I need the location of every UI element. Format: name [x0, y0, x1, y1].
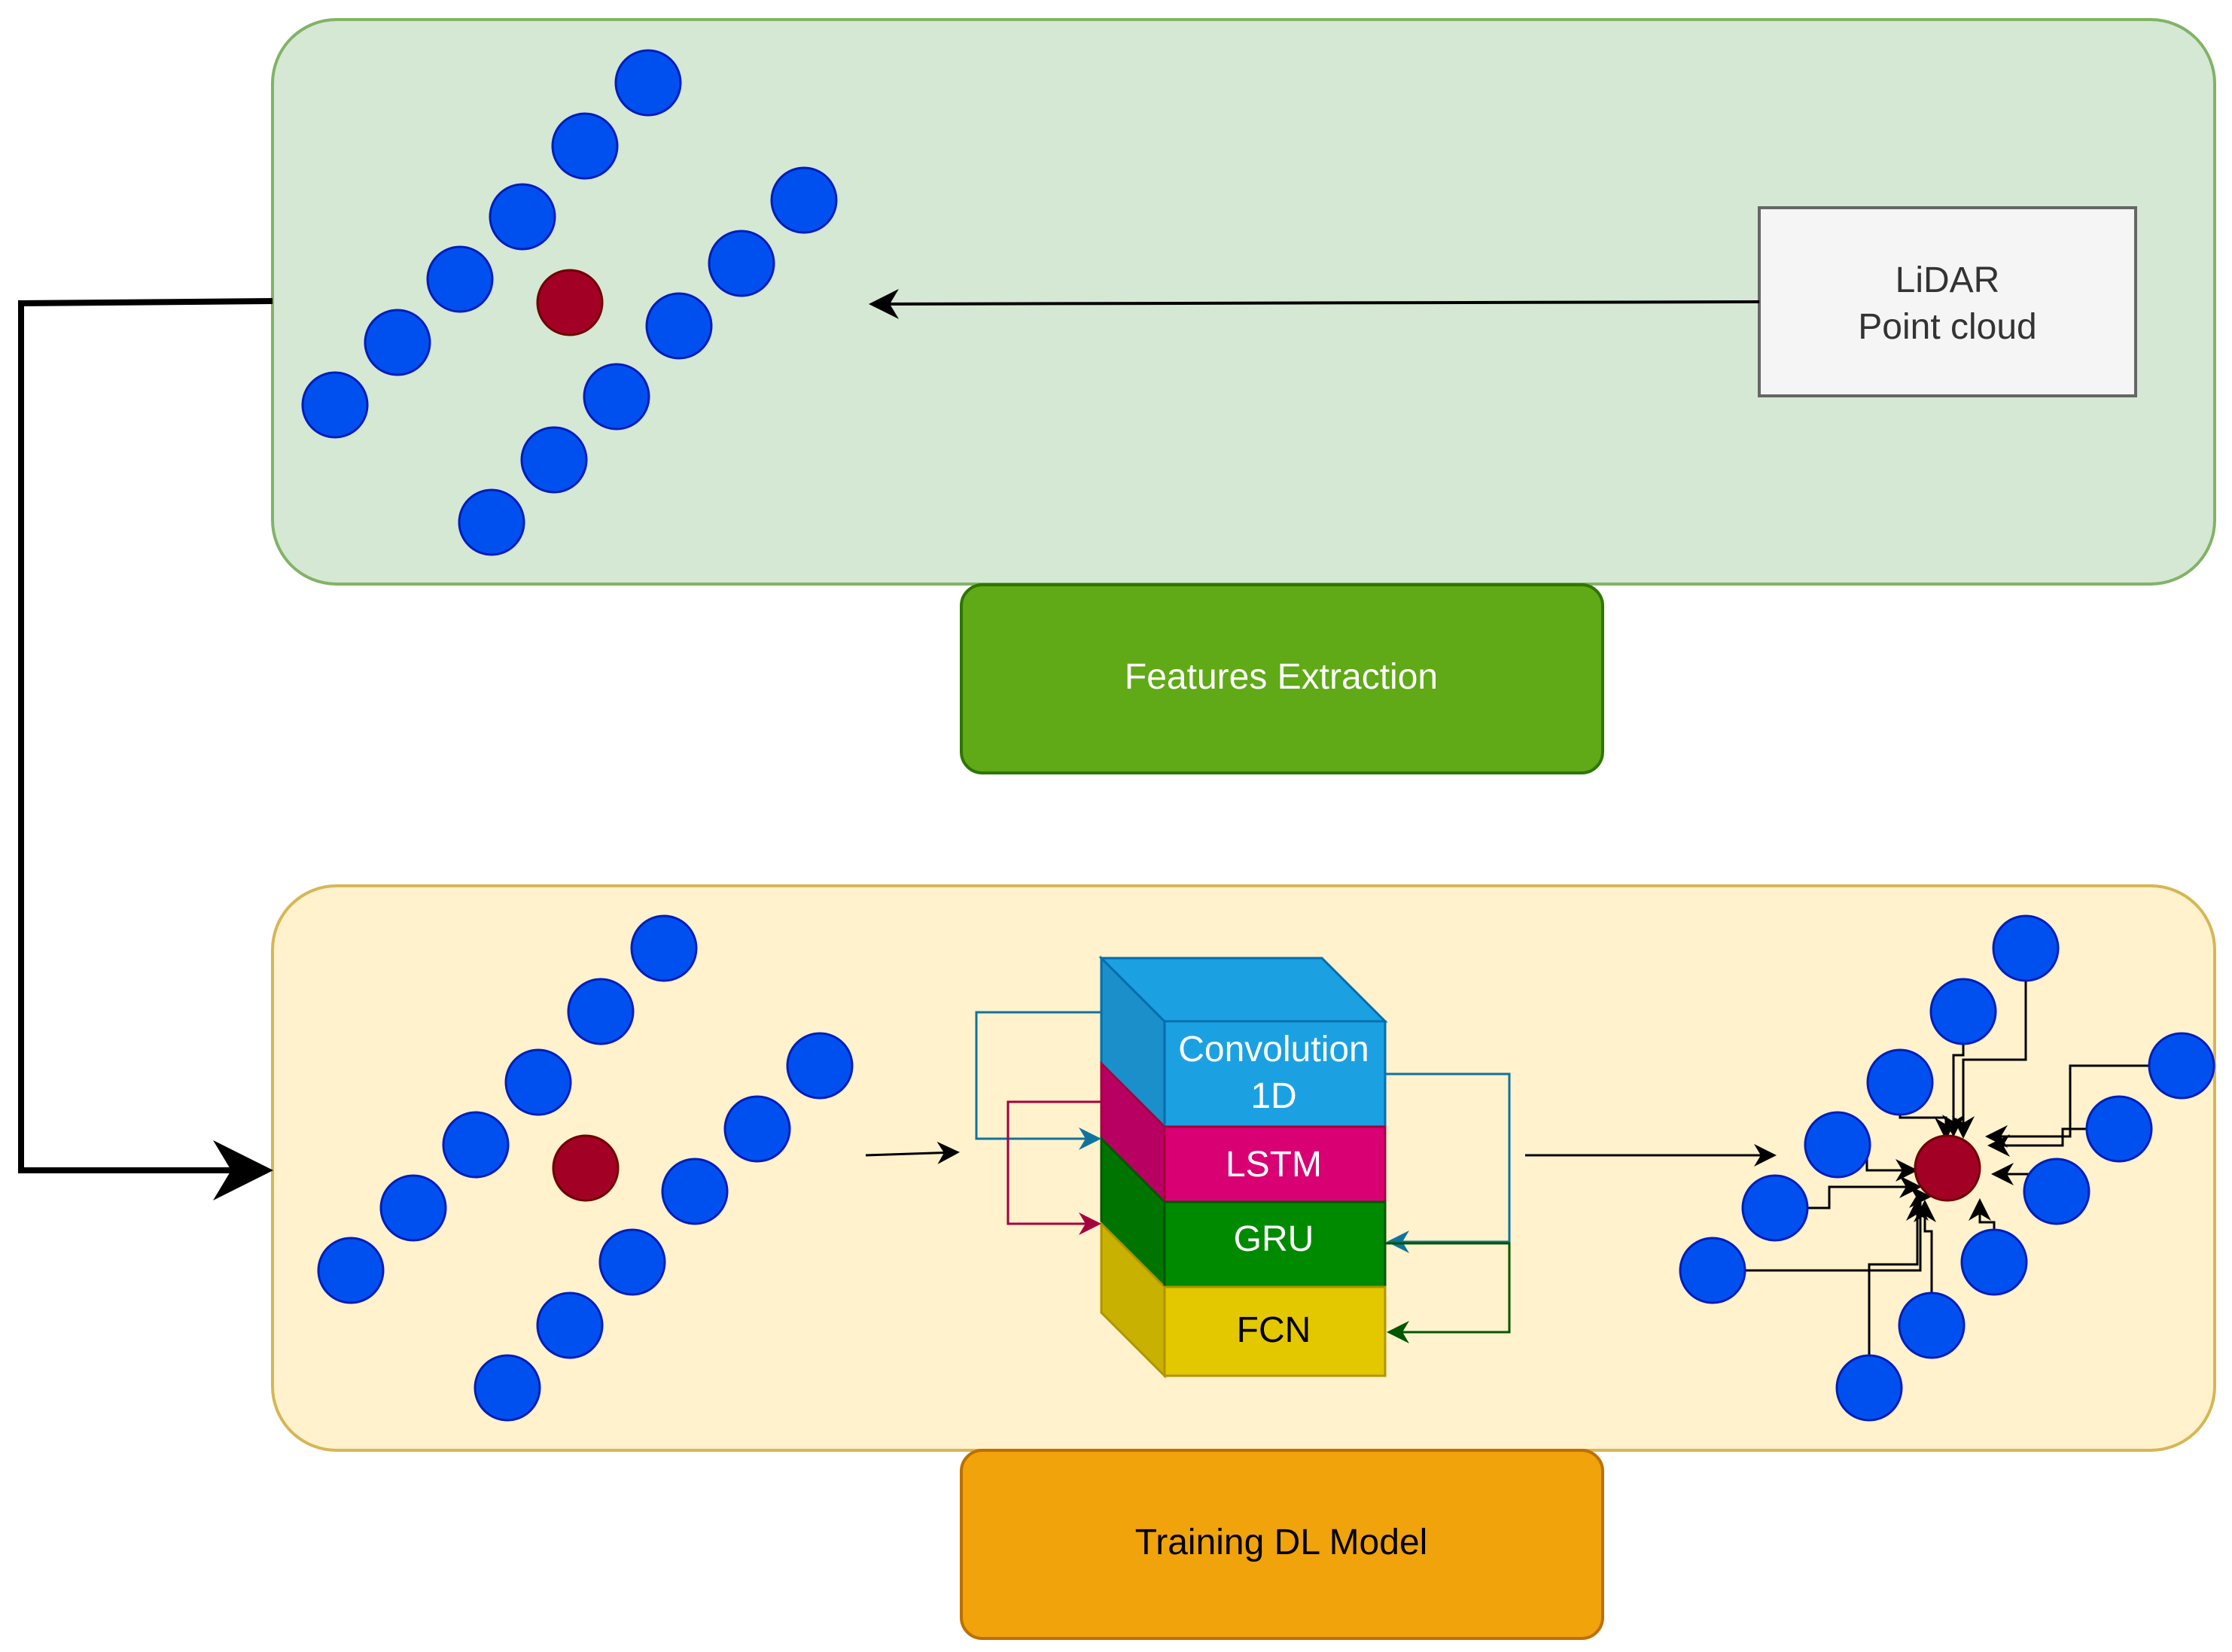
bottom-input-point-cloud: [317, 914, 854, 1422]
point: [1741, 1174, 1809, 1242]
point: [1679, 1237, 1746, 1304]
features-extraction-box: [960, 583, 1604, 774]
point: [301, 371, 369, 439]
point: [1835, 1354, 1903, 1422]
training-model-box: [960, 1449, 1604, 1640]
lidar-label-line1: LiDAR: [1896, 260, 2000, 300]
point: [1866, 1048, 1934, 1116]
point: [489, 183, 556, 251]
point: [1804, 1111, 1871, 1179]
gru-layer: [1163, 1200, 1387, 1288]
point: [614, 49, 682, 117]
lidar-box: [1758, 206, 2137, 397]
point: [708, 230, 775, 297]
fcn-layer: [1163, 1285, 1387, 1377]
point: [442, 1111, 510, 1179]
conv-to-gru-connector: [1385, 1072, 1511, 1253]
feedback-connector: [18, 298, 273, 1200]
gru-label: GRU: [1234, 1219, 1314, 1259]
point: [1929, 978, 1997, 1045]
center-point: [1914, 1134, 1981, 1202]
point: [536, 1291, 604, 1359]
lstm-layer: [1163, 1125, 1387, 1203]
lidar-label-line2: Point cloud: [1858, 307, 2037, 347]
point: [317, 1237, 385, 1304]
point: [2023, 1158, 2090, 1225]
input-to-model-arrow: [865, 1141, 960, 1164]
point: [630, 914, 698, 982]
lstm-to-gru-connector: [1006, 1100, 1101, 1235]
center-point: [552, 1134, 620, 1202]
point: [426, 245, 494, 313]
point: [520, 426, 588, 494]
point: [598, 1228, 666, 1296]
point: [1898, 1291, 1966, 1359]
point: [504, 1048, 572, 1116]
features-extraction-label: Features Extraction: [1125, 657, 1438, 697]
point: [1992, 914, 2060, 982]
point: [551, 112, 619, 180]
point: [583, 363, 650, 430]
point: [379, 1174, 447, 1242]
point: [458, 488, 525, 556]
point: [770, 166, 838, 234]
training-model-label: Training DL Model: [1135, 1523, 1428, 1562]
fcn-label: FCN: [1237, 1310, 1311, 1350]
conv-layer: [1163, 1020, 1387, 1128]
model-stack: Convolution 1D LSTM GRU FCN: [1098, 955, 1388, 1379]
gru-to-fcn-connector: [1385, 1242, 1511, 1343]
conv-label-line1: Convolution: [1178, 1030, 1369, 1069]
point: [567, 978, 635, 1045]
output-point-cloud: [1679, 914, 2215, 1422]
point: [786, 1032, 854, 1100]
point: [1960, 1228, 2028, 1296]
conv-label-line2: 1D: [1250, 1076, 1296, 1116]
lstm-label: LSTM: [1226, 1145, 1322, 1185]
point: [474, 1354, 541, 1422]
top-point-cloud: [301, 49, 838, 556]
lidar-to-points-arrow: [869, 288, 1760, 319]
point: [645, 292, 713, 360]
point: [2085, 1095, 2153, 1163]
point: [364, 309, 431, 376]
conv-to-lstm-connector: [975, 1011, 1101, 1150]
point: [2148, 1032, 2215, 1100]
point: [661, 1158, 729, 1225]
center-point: [536, 269, 604, 336]
point: [723, 1095, 791, 1163]
